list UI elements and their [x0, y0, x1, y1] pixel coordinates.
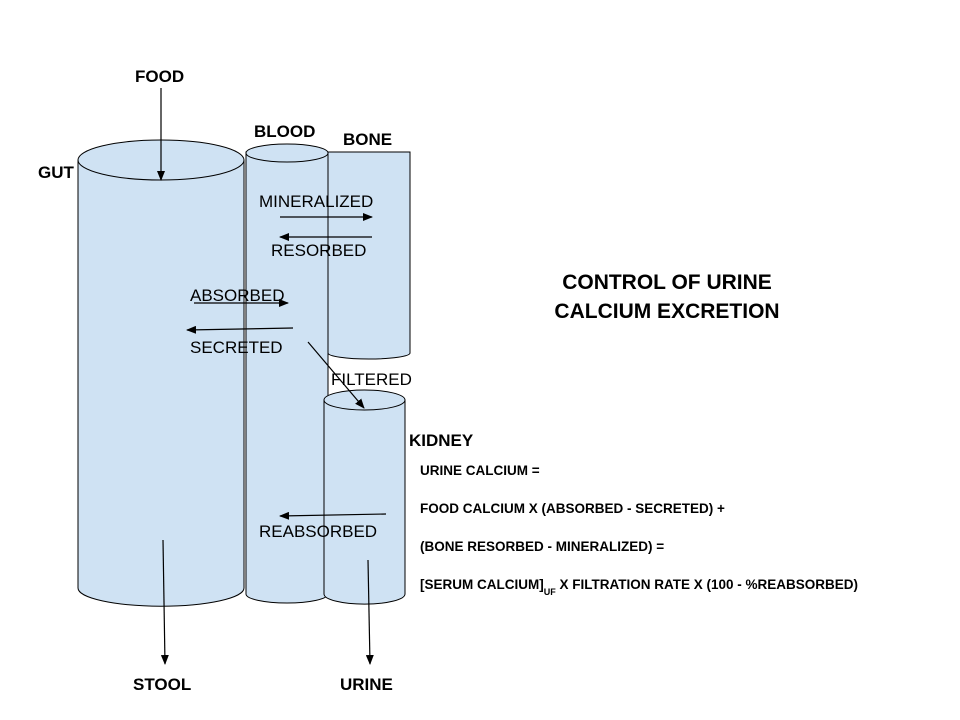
- reabsorbed-label: REABSORBED: [259, 522, 377, 541]
- stool-output-arrow: [160, 539, 169, 665]
- urine-output-arrow: [365, 559, 374, 665]
- food-label: FOOD: [135, 67, 184, 86]
- equation-line-4: [SERUM CALCIUM]UF X FILTRATION RATE X (1…: [420, 577, 858, 597]
- serum-calcium-term: [SERUM CALCIUM]: [420, 577, 544, 592]
- diagram-title-line2: CALCIUM EXCRETION: [554, 300, 779, 323]
- equation-line-3: (BONE RESORBED - MINERALIZED) =: [420, 539, 664, 554]
- filtration-term: X FILTRATION RATE X (100 - %REABSORBED): [556, 577, 858, 592]
- urine-label: URINE: [340, 675, 393, 694]
- equation-line-1: URINE CALCIUM =: [420, 463, 540, 478]
- gut-label: GUT: [38, 163, 75, 182]
- stool-label: STOOL: [133, 675, 191, 694]
- diagram-title-line1: CONTROL OF URINE: [562, 271, 772, 294]
- resorbed-label: RESORBED: [271, 241, 366, 260]
- filtered-arrow: [307, 341, 365, 409]
- absorbed-label: ABSORBED: [190, 286, 284, 305]
- secreted-label: SECRETED: [190, 338, 283, 357]
- mineralized-label: MINERALIZED: [259, 192, 373, 211]
- ultrafiltrable-subscript: UF: [544, 587, 556, 597]
- gut-compartment: [77, 139, 245, 607]
- bone-compartment: [327, 151, 411, 360]
- blood-label: BLOOD: [254, 122, 315, 141]
- kidney-compartment: [323, 389, 406, 605]
- secreted-arrow: [186, 325, 294, 334]
- bone-label: BONE: [343, 130, 392, 149]
- kidney-label: KIDNEY: [409, 431, 474, 450]
- equation-line-2: FOOD CALCIUM X (ABSORBED - SECRETED) +: [420, 501, 725, 516]
- reabsorbed-arrow: [279, 511, 387, 520]
- filtered-label: FILTERED: [331, 370, 412, 389]
